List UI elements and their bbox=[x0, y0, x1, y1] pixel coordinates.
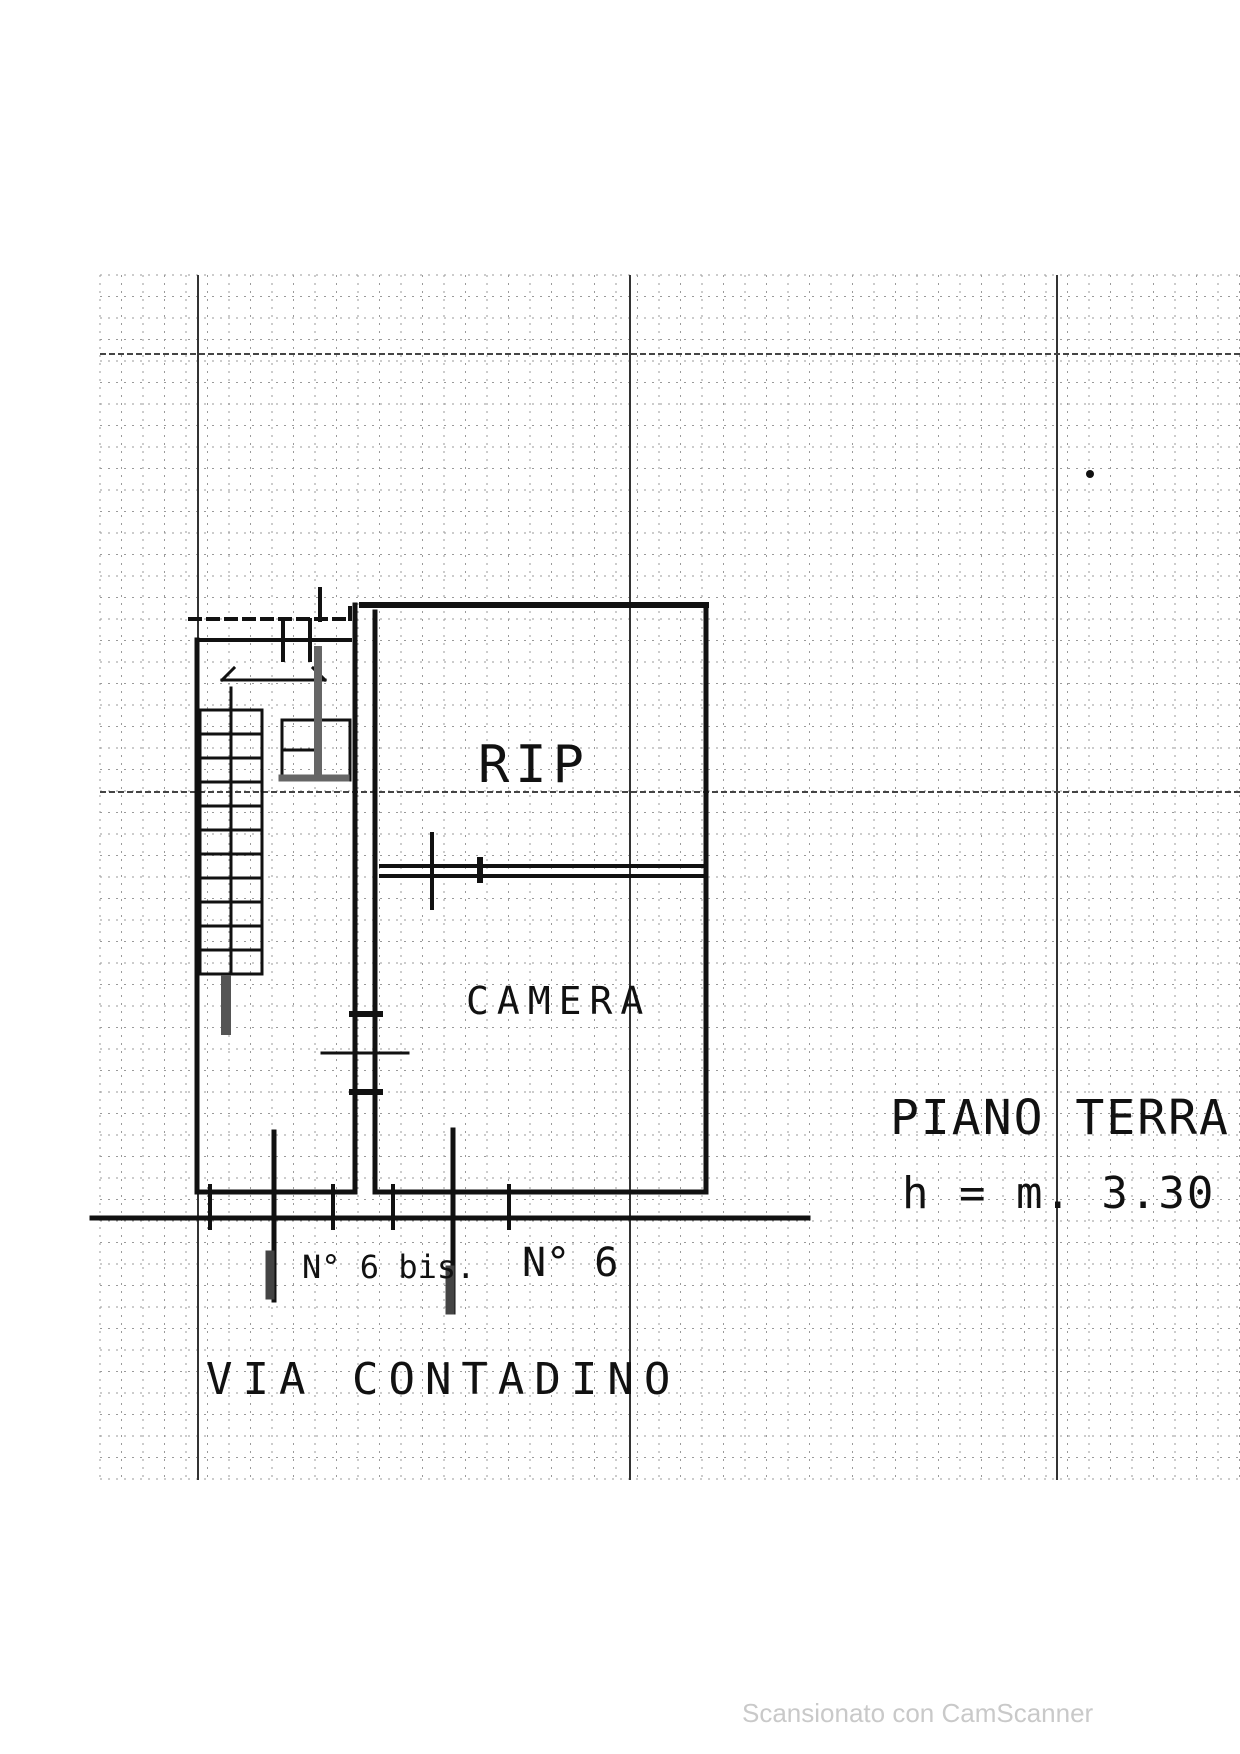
civic-number-6: N° 6 bbox=[522, 1240, 618, 1286]
street-name: VIA CONTADINO bbox=[206, 1354, 680, 1405]
scanner-watermark: Scansionato con CamScanner bbox=[742, 1698, 1094, 1728]
civic-number-6bis: N° 6 bis. bbox=[302, 1248, 475, 1286]
floor-plan bbox=[89, 470, 1094, 1315]
stair-treads bbox=[198, 732, 264, 952]
room-label-camera: CAMERA bbox=[466, 979, 651, 1023]
room-label-rip: RIP bbox=[478, 735, 590, 795]
ceiling-height: h = m. 3.30 bbox=[902, 1168, 1215, 1219]
graph-paper-grid bbox=[99, 274, 1240, 1480]
floor-title: PIANO TERRA bbox=[890, 1090, 1230, 1146]
left-unit-walls bbox=[194, 605, 358, 1195]
